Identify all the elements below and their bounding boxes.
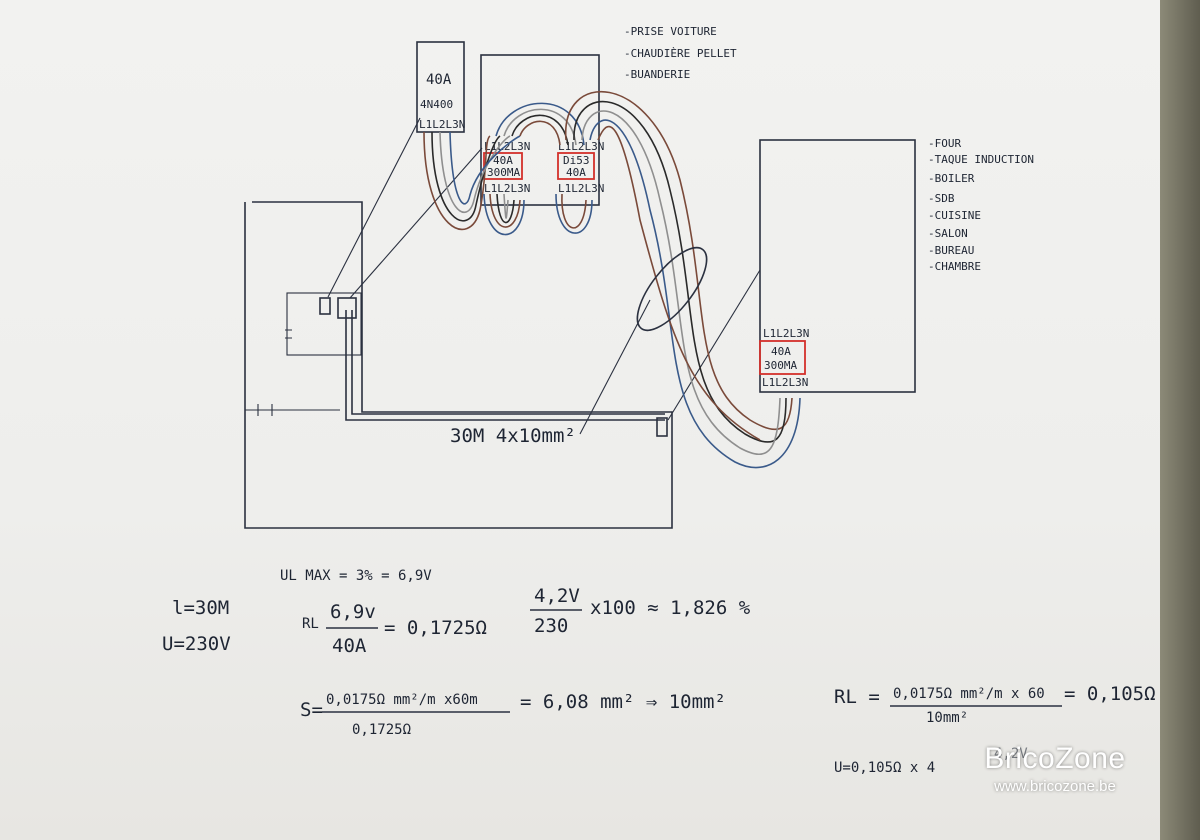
percent-result: x100 ≈ 1,826 % [590, 597, 751, 619]
pointer-to-right-panel [667, 269, 761, 421]
circuit-item: -TAQUE INDUCTION [928, 153, 1034, 166]
main-breaker-terminals: L1L2L3N [419, 118, 465, 131]
rl-label: RL = [834, 686, 880, 708]
circuit-item: -BUREAU [928, 244, 974, 257]
meter-room [285, 292, 362, 356]
sub-panel-left: L1L2L3N L1L2L3N 40A 300MA Di53 40A L1L2L… [480, 54, 604, 206]
circuit-item: -CHAUDIÈRE PELLET [624, 47, 737, 60]
voltage-drop-max: UL MAX = 3% = 6,9V [280, 568, 432, 584]
rl-result: = 0,105Ω [1064, 683, 1156, 705]
table-edge [1160, 0, 1200, 840]
breaker-bottom-terminals: L1L2L3N [558, 182, 604, 195]
watermark-url: www.bricozone.be [994, 778, 1116, 795]
voltage-drop-tail: 4,2V [994, 746, 1028, 762]
main-breaker-model: 4N400 [420, 98, 453, 111]
rl-denominator: 10mm² [926, 710, 968, 726]
voltage-drop-partial: U=0,105Ω x 4 [834, 760, 935, 776]
right-rcd-bottom-terminals: L1L2L3N [762, 376, 808, 389]
breaker-label: Di53 [563, 154, 590, 167]
right-rcd-top-terminals: L1L2L3N [763, 327, 809, 340]
cable-label: 30M 4x10mm² [450, 425, 576, 447]
sub-panel-left-circuits: -PRISE VOITURE -CHAUDIÈRE PELLET -BUANDE… [624, 25, 737, 81]
right-rcd-box [759, 340, 806, 375]
resistance-denominator: 40A [332, 635, 367, 657]
section-label: S= [300, 699, 323, 721]
rcd-rating: 40A [493, 154, 513, 167]
section-denominator: 0,1725Ω [352, 722, 411, 738]
calculations: UL MAX = 3% = 6,9V l=30M U=230V RL 6,9v … [162, 568, 1156, 776]
circuit-item: -FOUR [928, 137, 961, 150]
rcd-bottom-terminals: L1L2L3N [484, 182, 530, 195]
meter-box-large [337, 297, 357, 319]
sub-panel-right-circuits: -FOUR -TAQUE INDUCTION -BOILER -SDB -CUI… [928, 137, 1034, 273]
rl-numerator: 0,0175Ω mm²/m x 60 [893, 686, 1045, 702]
pointer-to-main-breaker [327, 117, 421, 298]
right-rcd-sensitivity: 300MA [764, 359, 797, 372]
pointer-to-cable-label [579, 299, 651, 435]
section-result: = 6,08 mm² ⇒ 10mm² [520, 691, 726, 713]
supply-cable-route [345, 310, 668, 437]
rcd-sensitivity: 300MA [487, 166, 520, 179]
circuit-item: -PRISE VOITURE [624, 25, 717, 38]
circuit-item: -CUISINE [928, 209, 981, 222]
resistance-result: = 0,1725Ω [384, 617, 487, 639]
sub-panel-right: L1L2L3N 40A 300MA L1L2L3N [759, 139, 916, 393]
feeder-cable [565, 91, 801, 469]
circuit-item: -SDB [928, 192, 955, 205]
rcd-box [483, 152, 523, 180]
main-breaker: 40A 4N400 L1L2L3N [416, 41, 465, 133]
circuit-item: -BUANDERIE [624, 68, 690, 81]
resistance-numerator: 6,9v [330, 601, 376, 623]
wires-rcd-to-breaker [483, 102, 593, 236]
resistance-label: RL [302, 616, 319, 632]
pointer-to-sub-panel [349, 147, 483, 299]
right-rcd-rating: 40A [771, 345, 791, 358]
percent-denominator: 230 [534, 615, 568, 637]
watermark: BricoZone www.bricozone.be [955, 742, 1155, 795]
breaker-top-terminals: L1L2L3N [558, 140, 604, 153]
meter-box-small [319, 297, 331, 315]
breaker-rating: 40A [566, 166, 586, 179]
main-breaker-rating: 40A [426, 72, 452, 88]
cable-highlight-ellipse [636, 246, 708, 332]
percent-numerator: 4,2V [534, 585, 580, 607]
circuit-item: -CHAMBRE [928, 260, 981, 273]
breaker-box [557, 152, 595, 180]
section-numerator: 0,0175Ω mm²/m x60m [326, 692, 478, 708]
house-outline [244, 201, 673, 529]
voltage-value: U=230V [162, 633, 231, 655]
circuit-item: -BOILER [928, 172, 975, 185]
watermark-brand: BricoZone [984, 742, 1126, 775]
circuit-item: -SALON [928, 227, 968, 240]
length-value: l=30M [172, 597, 229, 619]
cable-end-box [656, 417, 668, 437]
wires-main-to-rcd [423, 131, 521, 230]
